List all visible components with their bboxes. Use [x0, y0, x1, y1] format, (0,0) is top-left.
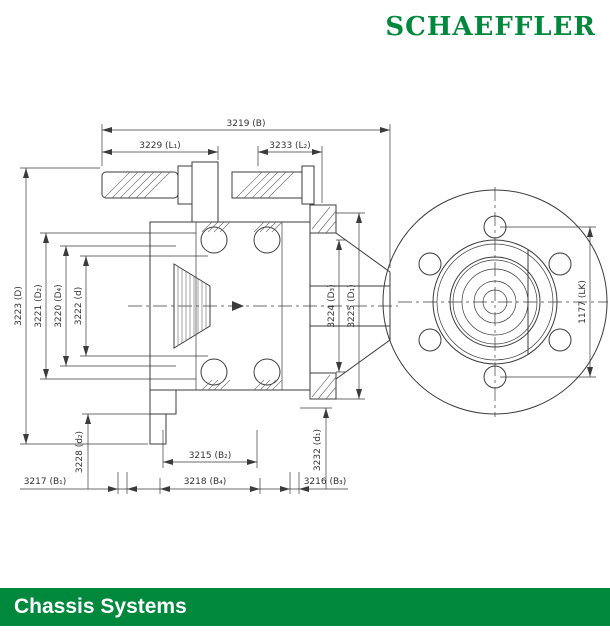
center-marker: [232, 301, 244, 311]
dimension-3222-d: 3222 (d): [74, 255, 208, 357]
dim-label: 3215 (B₂): [189, 451, 232, 461]
dim-line: [20, 167, 148, 445]
dim-line: [20, 472, 348, 494]
bolt-hole: [548, 328, 572, 352]
dim-label: 3228 (d₂): [75, 431, 85, 473]
flange-outline: [382, 189, 608, 415]
bearing-ball: [253, 226, 281, 254]
snout-outline: [310, 232, 391, 380]
dim-label: 3233 (L₂): [269, 141, 310, 151]
dim-label: 3219 (B): [227, 119, 266, 129]
pilot-circle: [473, 280, 517, 324]
bolt-hole: [548, 252, 572, 276]
mount-tab-top: [309, 204, 337, 234]
dim-line: [60, 245, 176, 367]
dim-line: [82, 413, 150, 489]
dim-label: 3221 (D₂): [34, 284, 44, 327]
bearing-ball: [200, 226, 228, 254]
dim-line: [336, 239, 346, 373]
bolt-hole: [418, 252, 442, 276]
dimension-3223-D: 3223 (D): [14, 167, 148, 445]
thread-hatch: [103, 171, 171, 199]
bearing-ball: [200, 358, 228, 386]
wheel-stud: [231, 171, 303, 199]
dimension-3220-D4: 3220 (D₄): [54, 245, 176, 367]
dim-label: 3217 (B₁): [24, 477, 67, 487]
hub-circle: [452, 259, 538, 345]
dimension-3221-D2: 3221 (D₂): [34, 232, 196, 380]
dim-line: [80, 255, 208, 357]
dimension-3219-B: 3219 (B): [101, 119, 391, 268]
thread-hatch: [235, 171, 295, 199]
footer-title: Chassis Systems: [14, 595, 187, 618]
spigot-step: [149, 389, 177, 415]
dimension-3215-B2: 3215 (B₂): [162, 430, 258, 468]
spigot-step: [149, 413, 167, 445]
dimension-bottom-chain: 3217 (B₁) 3218 (B₄) 3216 (B₃): [20, 472, 348, 494]
dim-label: 3222 (d): [74, 287, 84, 326]
dim-line: [162, 430, 258, 468]
dimension-3233-L2: 3233 (L₂): [257, 141, 323, 203]
body-inner-faces: [195, 205, 311, 399]
front-centerlines: [398, 187, 608, 417]
dim-label: 3216 (B₃): [304, 477, 347, 487]
dimensions: 3219 (B) 3229 (L₁) 3233 (L₂) 3223 (D): [14, 119, 596, 494]
bore-circle: [482, 289, 508, 315]
dim-line: [257, 146, 323, 203]
dim-line: [102, 146, 219, 160]
dim-arrows: [85, 414, 91, 424]
mount-tab-bottom: [309, 372, 337, 400]
dim-label: 3220 (D₄): [54, 284, 64, 327]
dim-label: 3229 (L₁): [139, 141, 180, 151]
spline-bore: [173, 263, 211, 349]
flange-plate: [191, 161, 219, 223]
stud-head: [177, 165, 193, 205]
hub-circle: [432, 239, 558, 365]
schaeffler-logo: SCHAEFFLER: [385, 12, 596, 42]
dim-label: 1177 (LK): [578, 280, 588, 324]
stud-head: [301, 165, 315, 205]
dim-label: 3232 (d₁): [313, 429, 323, 471]
dim-line: [300, 407, 332, 489]
dimension-1177-LK: 1177 (LK): [500, 226, 596, 378]
section-view: [101, 161, 398, 445]
dimension-3224-D3: 3224 (D₃): [327, 239, 346, 373]
dim-arrows: [323, 408, 329, 418]
dim-line: [101, 124, 391, 268]
dim-label: 3224 (D₃): [327, 284, 337, 327]
dim-label: 3218 (B₄): [184, 477, 227, 487]
spline-hatch: [177, 266, 207, 346]
dim-label: 3225 (D₁): [347, 284, 357, 327]
dim-line: [40, 232, 196, 380]
front-view: [382, 187, 608, 417]
footer-bar: Chassis Systems: [0, 588, 610, 626]
technical-drawing: 3219 (B) 3229 (L₁) 3233 (L₂) 3223 (D): [14, 119, 608, 494]
bearing-ball: [253, 358, 281, 386]
dim-label: 3223 (D): [14, 286, 24, 326]
race-hatch: [201, 221, 283, 391]
dimension-3225-D1: 3225 (D₁): [336, 212, 365, 400]
dimension-3228-d2: 3228 (d₂): [75, 413, 150, 489]
dimension-3232-d1: 3232 (d₁): [300, 407, 332, 489]
hub-circle: [449, 256, 541, 348]
dim-arrows: [163, 459, 257, 465]
dim-arrows: [83, 256, 89, 356]
dim-line: [336, 212, 365, 400]
dimension-3229-L1: 3229 (L₁): [102, 141, 219, 160]
hub-circle: [436, 243, 554, 361]
bolt-hole: [418, 328, 442, 352]
tab-hatch: [311, 206, 337, 400]
dim-line: [500, 226, 596, 378]
